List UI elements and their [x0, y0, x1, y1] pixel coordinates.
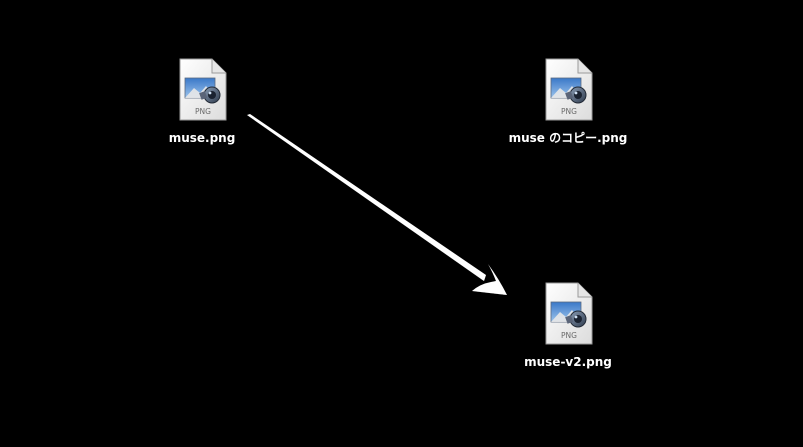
file-muse-v2-png[interactable]: PNG muse-v2.png	[488, 282, 648, 370]
png-file-icon: PNG	[542, 58, 594, 122]
file-name-label: muse-v2.png	[524, 355, 612, 369]
svg-text:PNG: PNG	[561, 107, 577, 116]
file-name-label: muse.png	[168, 131, 236, 145]
svg-text:PNG: PNG	[561, 331, 577, 340]
png-file-icon: PNG	[176, 58, 228, 122]
png-file-icon: PNG	[542, 282, 594, 346]
arrow-shaft	[247, 114, 486, 281]
file-muse-copy-png[interactable]: PNG muse のコピー.png	[488, 58, 648, 146]
file-muse-png[interactable]: PNG muse.png	[122, 58, 282, 146]
svg-text:PNG: PNG	[195, 107, 211, 116]
file-name-label: muse のコピー.png	[508, 131, 628, 145]
